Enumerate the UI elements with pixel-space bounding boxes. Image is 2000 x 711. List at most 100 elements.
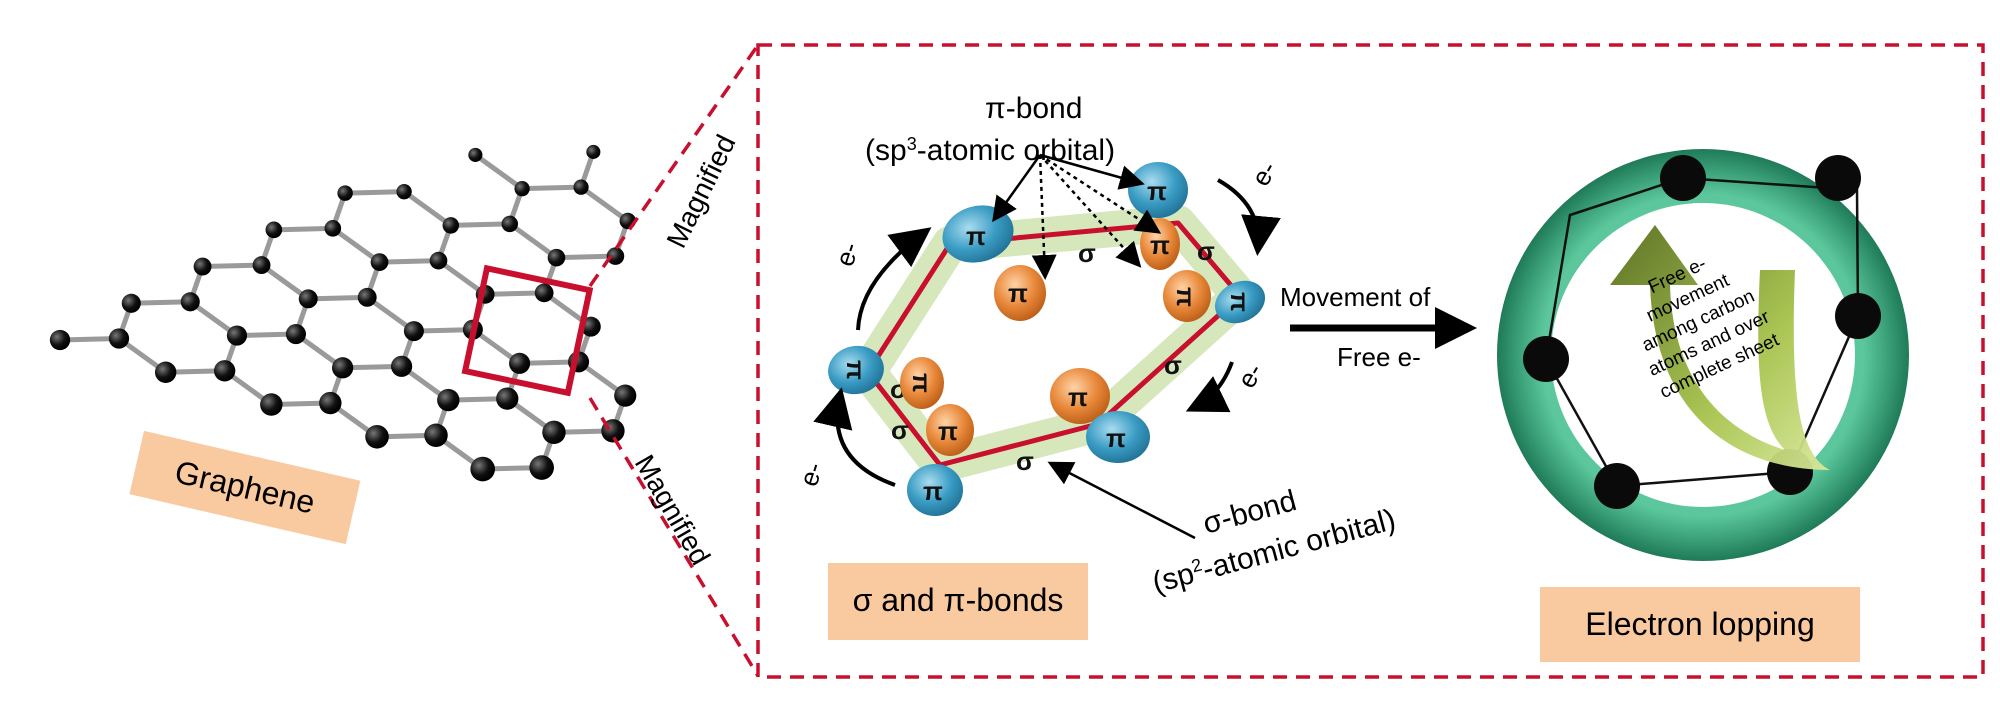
carbon-bond	[271, 225, 336, 233]
carbon-atom	[357, 287, 377, 307]
carbon-atom	[1594, 463, 1640, 509]
sigma-symbol: σ	[1016, 446, 1034, 476]
carbon-bond	[330, 225, 383, 265]
sigma-pi-label: σ and π-bonds	[853, 582, 1064, 618]
carbon-atom	[260, 393, 283, 416]
magnified-region-box	[461, 264, 594, 397]
pi-symbol: π	[966, 221, 986, 251]
carbon-atom	[180, 292, 200, 312]
pi-bond-title: π-bond	[985, 92, 1082, 125]
electron-flow-arrows	[813, 178, 1281, 487]
carbon-bond	[507, 221, 559, 261]
carbon-atom	[403, 321, 424, 342]
magnify-line-top	[588, 43, 760, 288]
magnified-panel	[756, 43, 1985, 679]
carbon-atom	[1523, 336, 1569, 382]
electron-lopping-label-box	[1540, 587, 1860, 662]
pi-symbol: π	[1068, 382, 1088, 412]
carbon-bond	[578, 184, 631, 224]
magnified-label-bottom: Magnified	[629, 450, 717, 571]
carbon-atom	[108, 328, 130, 349]
pi-bond-pointer-arrows	[992, 153, 1162, 280]
carbon-atom	[547, 248, 566, 267]
carbon-atom	[1815, 155, 1861, 201]
carbon-atom	[391, 355, 413, 377]
pi-symbol: π	[1150, 230, 1170, 260]
carbon-atom	[542, 420, 566, 445]
carbon-atom	[285, 323, 307, 345]
carbon-atom	[226, 325, 248, 346]
sigma-symbol: σ	[1078, 238, 1096, 268]
carbon-atom	[534, 283, 554, 303]
carbon-atom	[121, 293, 141, 313]
carbon-atom	[49, 329, 71, 351]
carbon-atom	[606, 247, 625, 265]
orbital-lobe-blue	[1214, 280, 1266, 324]
sigma-symbols: σ σ σ σ σ σ	[890, 236, 1215, 476]
orbital-lobe-blue	[1086, 411, 1150, 463]
orbital-lobe-blue	[907, 464, 963, 516]
carbon-atom	[193, 257, 212, 276]
carbon-bond	[519, 184, 584, 192]
carbon-atom	[442, 217, 460, 234]
pi-symbol: π	[907, 373, 937, 393]
electron-lopping-label: Electron lopping	[1585, 606, 1814, 642]
carbon-bond	[553, 253, 618, 261]
carbon-atom	[586, 144, 601, 159]
carbon-atom	[468, 147, 483, 162]
carbon-bond	[342, 189, 407, 196]
carbon-bond	[401, 189, 454, 228]
graphene-sheet-illustration	[49, 144, 637, 482]
carbon-atom	[213, 360, 236, 382]
carbon-bond	[472, 152, 525, 192]
pi-bond-orbital-label: (sp3-atomic orbital)	[865, 134, 1115, 167]
carbon-bond	[448, 221, 513, 228]
carbon-atom	[324, 220, 342, 237]
sigma-symbol: σ	[1164, 350, 1182, 380]
carbon-bond	[377, 258, 441, 265]
orbital-lobe-blue	[828, 345, 884, 395]
carbon-bond	[200, 262, 265, 270]
sigma-bond-pointer-arrow	[1047, 461, 1196, 540]
pi-symbol: π	[1106, 423, 1126, 453]
orbital-lobe-orange	[926, 404, 974, 456]
sigma-symbol: σ	[1197, 236, 1215, 266]
magnify-line-bottom	[588, 397, 760, 677]
sigma-pi-label-box	[828, 563, 1088, 640]
carbon-atom	[154, 361, 177, 383]
blue-pi-orbitals	[828, 162, 1266, 516]
carbon-atom	[429, 251, 448, 270]
carbon-bond	[482, 290, 547, 297]
carbon-atom	[319, 391, 342, 415]
pi-symbol: π	[1171, 287, 1201, 307]
carbon-atom	[370, 253, 389, 271]
carbon-atom	[331, 357, 354, 379]
pi-symbol: π	[841, 360, 871, 380]
carbon-atom	[298, 289, 318, 309]
carbon-atom	[529, 455, 554, 480]
carbon-atom	[496, 387, 519, 410]
electron-label: e-	[1245, 156, 1283, 191]
pi-symbol: π	[923, 476, 943, 506]
orbital-lobe-orange	[900, 357, 944, 409]
carbon-atom	[501, 215, 519, 233]
pi-symbol: π	[1225, 292, 1255, 312]
carbon-atom	[424, 423, 448, 448]
pi-symbol: π	[938, 416, 958, 446]
pi-symbol: π	[1147, 176, 1167, 206]
carbon-atom	[614, 384, 637, 407]
graphene-label-box: Graphene	[129, 430, 361, 545]
electron-loop-arrow	[1610, 225, 1830, 470]
carbon-atom	[337, 185, 353, 201]
carbon-atom	[265, 221, 283, 239]
carbon-bond	[435, 258, 488, 297]
electron-loop-ring: Free e- movement among carbon atoms and …	[1497, 149, 1909, 561]
pi-symbol: π	[1008, 278, 1028, 308]
movement-label-line2: Free e-	[1337, 342, 1421, 372]
pi-symbols: π π π π π π π π π π π π	[841, 176, 1255, 506]
carbon-atom	[514, 181, 530, 197]
carbon-atom	[365, 425, 389, 449]
electron-label: e-	[829, 239, 865, 270]
carbon-atom	[470, 456, 496, 482]
bond-ring	[850, 205, 1258, 483]
